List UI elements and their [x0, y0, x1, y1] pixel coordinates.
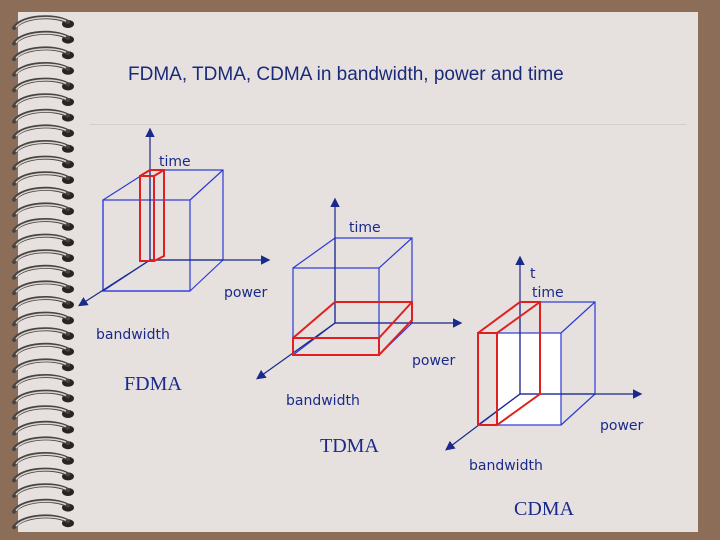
- tdma-caption: TDMA: [320, 435, 379, 457]
- binding-ring-highlight: [15, 266, 67, 278]
- binding-ring-highlight: [15, 63, 67, 75]
- binding-ring-highlight: [15, 141, 67, 153]
- cdma-diagram: t time power bandwidth CDMA: [445, 255, 644, 520]
- tdma-bandwidth-axis: [256, 322, 336, 380]
- binding-ring-highlight: [15, 453, 67, 465]
- binding-ring-highlight: [15, 360, 67, 371]
- fdma-diagram: time power bandwidth FDMA: [77, 127, 271, 395]
- fdma-time-label: time: [159, 154, 191, 170]
- binding-ring-highlight: [15, 172, 67, 184]
- slide-title: FDMA, TDMA, CDMA in bandwidth, power and…: [128, 64, 564, 85]
- binding-ring-highlight: [15, 500, 67, 512]
- spiral-binding: [12, 15, 74, 530]
- binding-ring-highlight: [15, 94, 67, 106]
- cdma-t-label: t: [530, 266, 536, 282]
- cdma-bandwidth-label: bandwidth: [469, 458, 543, 474]
- cdma-code-fill: [497, 333, 561, 425]
- tdma-time-label: time: [349, 220, 381, 236]
- cdma-bandwidth-axis: [445, 393, 521, 451]
- binding-ring-highlight: [15, 110, 67, 122]
- binding-ring-highlight: [15, 469, 67, 480]
- binding-ring-highlight: [15, 250, 67, 262]
- binding-ring-highlight: [15, 438, 67, 449]
- fdma-power-label: power: [224, 285, 268, 301]
- binding-ring-highlight: [15, 391, 67, 402]
- binding-ring-highlight: [15, 157, 67, 168]
- tdma-time-slice: [292, 301, 413, 356]
- title-divider: [90, 124, 686, 125]
- binding-ring-highlight: [15, 516, 67, 527]
- binding-ring-highlight: [15, 375, 67, 387]
- binding-ring-highlight: [15, 235, 67, 246]
- binding-ring-highlight: [15, 328, 67, 340]
- fdma-axes: [77, 127, 271, 307]
- fdma-bandwidth-axis: [77, 259, 151, 307]
- binding-ring-highlight: [15, 48, 67, 59]
- binding-ring-highlight: [15, 79, 67, 90]
- binding-ring-highlight: [15, 282, 67, 293]
- cdma-caption: CDMA: [514, 498, 575, 520]
- binding-ring-highlight: [15, 313, 67, 324]
- binding-ring-highlight: [15, 219, 67, 231]
- binding-ring-highlight: [15, 188, 67, 200]
- cdma-code-slice: [477, 301, 541, 426]
- cdma-power-label: power: [600, 418, 644, 434]
- binding-ring-highlight: [15, 344, 67, 356]
- tdma-bandwidth-label: bandwidth: [286, 393, 360, 409]
- fdma-frequency-slice: [139, 169, 165, 262]
- fdma-bandwidth-label: bandwidth: [96, 327, 170, 343]
- binding-ring-highlight: [15, 406, 67, 418]
- binding-ring-highlight: [15, 16, 67, 28]
- cdma-time-label: time: [532, 285, 564, 301]
- tdma-diagram: time power bandwidth TDMA: [256, 197, 463, 457]
- binding-ring-highlight: [15, 297, 67, 309]
- tdma-power-label: power: [412, 353, 456, 369]
- binding-ring-highlight: [15, 32, 67, 44]
- binding-ring-highlight: [15, 484, 67, 496]
- binding-ring-highlight: [15, 204, 67, 215]
- binding-ring-highlight: [15, 422, 67, 434]
- binding-ring-highlight: [15, 126, 67, 137]
- fdma-caption: FDMA: [124, 373, 182, 395]
